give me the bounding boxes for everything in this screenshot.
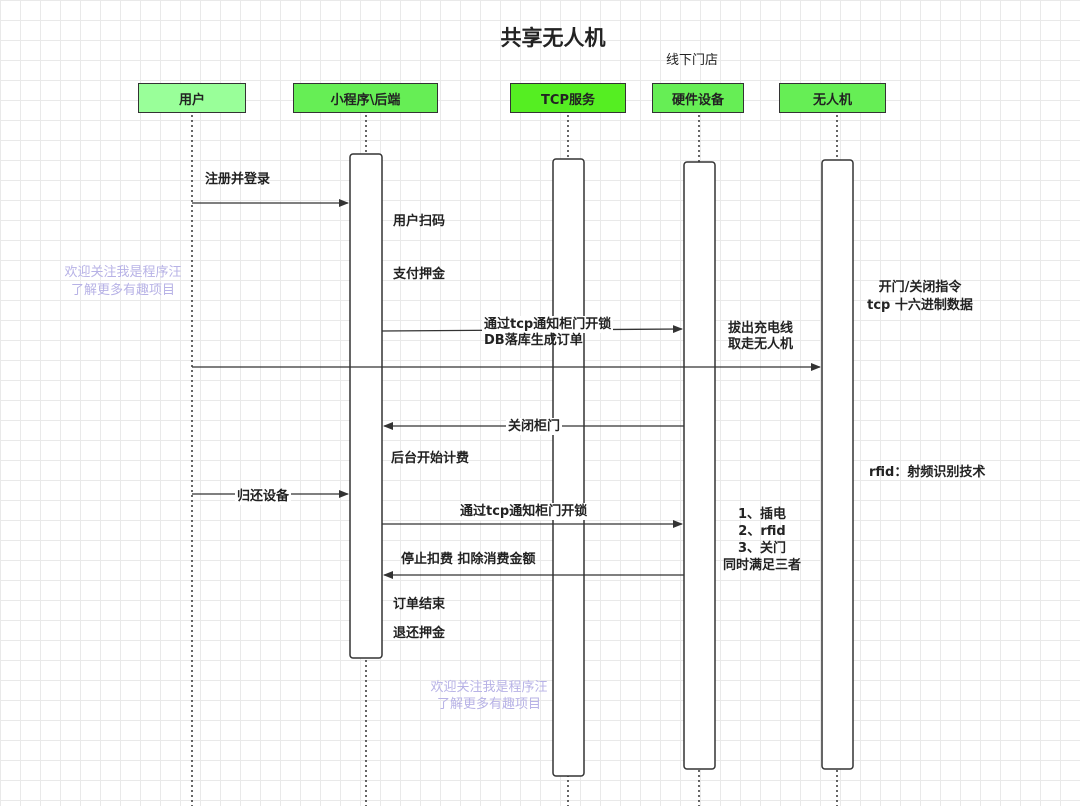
note-refund: 退还押金 bbox=[393, 626, 446, 641]
note-unplug-2: 取走无人机 bbox=[728, 337, 794, 352]
diagram-title: 共享无人机 bbox=[500, 26, 606, 50]
message-label-register: 注册并登录 bbox=[205, 172, 271, 187]
actor-user: 用户 bbox=[138, 83, 246, 113]
note-condition-3: 3、关门 bbox=[737, 541, 787, 556]
actor-hardware: 硬件设备 bbox=[652, 83, 744, 113]
note-condition-4: 同时满足三者 bbox=[722, 558, 801, 573]
note-order-end: 订单结束 bbox=[393, 597, 446, 612]
note-condition-2: 2、rfid bbox=[738, 524, 786, 539]
watermark-left-line2: 了解更多有趣项目 bbox=[70, 283, 175, 298]
note-unplug-1: 拔出充电线 bbox=[728, 321, 794, 336]
note-condition-1: 1、插电 bbox=[737, 507, 787, 522]
message-label-stop-billing: 停止扣费 扣除消费金额 bbox=[401, 552, 536, 567]
diagram-subtitle: 线下门店 bbox=[665, 53, 718, 68]
note-rfid: rfid：射频识别技术 bbox=[869, 465, 986, 480]
actor-drone: 无人机 bbox=[779, 83, 886, 113]
note-billing-start: 后台开始计费 bbox=[391, 451, 470, 466]
actor-tcp-service: TCP服务 bbox=[510, 83, 626, 113]
note-command-2: tcp 十六进制数据 bbox=[867, 298, 973, 313]
activation-drone bbox=[821, 159, 854, 770]
note-scan: 用户扫码 bbox=[393, 214, 446, 229]
watermark-center-line1: 欢迎关注我是程序汪 bbox=[430, 680, 548, 695]
note-deposit: 支付押金 bbox=[393, 267, 446, 282]
actor-miniapp: 小程序\后端 bbox=[293, 83, 438, 113]
message-label-notify-open-again: 通过tcp通知柜门开锁 bbox=[458, 503, 590, 520]
activation-tcp bbox=[552, 158, 585, 777]
watermark-center-line2: 了解更多有趣项目 bbox=[436, 697, 541, 712]
message-label-notify-open-2: DB落库生成订单 bbox=[484, 333, 583, 348]
watermark-left-line1: 欢迎关注我是程序汪 bbox=[64, 265, 182, 280]
note-command-1: 开门/关闭指令 bbox=[878, 280, 962, 295]
activation-hardware bbox=[683, 161, 716, 770]
activation-miniapp bbox=[349, 153, 383, 659]
message-label-notify-open-1: 通过tcp通知柜门开锁 bbox=[482, 316, 614, 333]
message-label-return: 归还设备 bbox=[235, 488, 292, 505]
message-label-close-door: 关闭柜门 bbox=[506, 418, 563, 435]
